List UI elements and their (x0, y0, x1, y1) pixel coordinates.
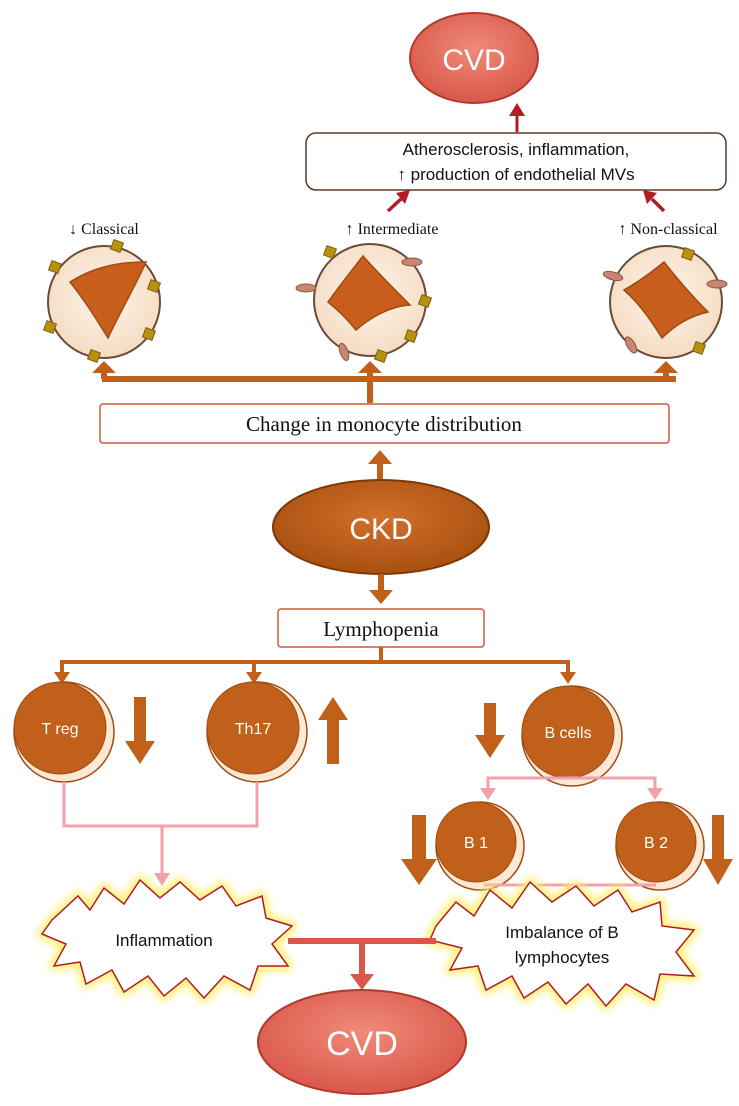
cvd-bottom-node: CVD (257, 989, 467, 1095)
arrow-intermediate-to-athero (386, 190, 410, 213)
bcells-cell: B cells (521, 685, 623, 787)
atherosclerosis-box: Atherosclerosis, inflammation, ↑ product… (305, 132, 727, 191)
b1-label: B 1 (464, 835, 488, 852)
monocyte-branch-arrows (92, 361, 678, 403)
nonclassical-label: ↑ Non-classical (618, 221, 718, 238)
cvd-top-node: CVD (409, 12, 539, 104)
ckd-label: CKD (349, 513, 412, 546)
nonclassical-monocyte-cell (602, 245, 728, 359)
b1-down-arrow (401, 815, 437, 885)
b1-cell: B 1 (435, 801, 525, 891)
b2-label: B 2 (644, 835, 668, 852)
classical-monocyte-cell (42, 238, 162, 364)
monocyte-change-box: Change in monocyte distribution (99, 403, 670, 444)
th17-cell: Th17 (206, 681, 308, 783)
b2-down-arrow (703, 815, 733, 885)
ckd-node: CKD (272, 479, 490, 575)
arrow-nonclassical-to-athero (643, 190, 666, 213)
bcells-label: B cells (544, 725, 591, 742)
lymphopenia-label: Lymphopenia (323, 617, 439, 641)
imbalance-burst: Imbalance of B lymphocytes (425, 877, 699, 1011)
athero-line1: Atherosclerosis, inflammation, (403, 140, 630, 159)
intermediate-monocyte-cell (295, 243, 433, 364)
bursts-to-cvd-arrow (288, 938, 436, 990)
lymphopenia-box: Lymphopenia (277, 608, 485, 648)
intermediate-label: ↑ Intermediate (346, 221, 439, 238)
bcells-down-arrow (475, 703, 505, 758)
inflammation-burst: Inflammation (37, 875, 297, 1003)
arrow-ckd-to-lymphopenia (369, 574, 393, 604)
athero-line2: ↑ production of endothelial MVs (397, 165, 634, 184)
treg-label: T reg (41, 721, 78, 738)
cvd-bottom-label: CVD (326, 1025, 398, 1063)
imbalance-line1: Imbalance of B (505, 923, 618, 942)
bcells-to-subsets-connector (480, 776, 663, 800)
imbalance-line2: lymphocytes (515, 948, 609, 967)
tcell-to-inflammation-connector (62, 782, 259, 886)
b2-cell: B 2 (615, 801, 705, 891)
classical-label: ↓ Classical (69, 221, 139, 238)
monocyte-change-label: Change in monocyte distribution (246, 412, 522, 436)
treg-down-arrow (125, 697, 155, 764)
lymphopenia-branch-arrows (54, 647, 576, 684)
arrow-ckd-to-monocyte (368, 450, 392, 482)
arrow-athero-to-cvd (509, 103, 525, 132)
treg-cell: T reg (13, 681, 115, 783)
inflammation-label: Inflammation (115, 931, 212, 950)
th17-label: Th17 (235, 721, 272, 738)
cvd-top-label: CVD (442, 44, 505, 77)
th17-up-arrow (318, 697, 348, 764)
